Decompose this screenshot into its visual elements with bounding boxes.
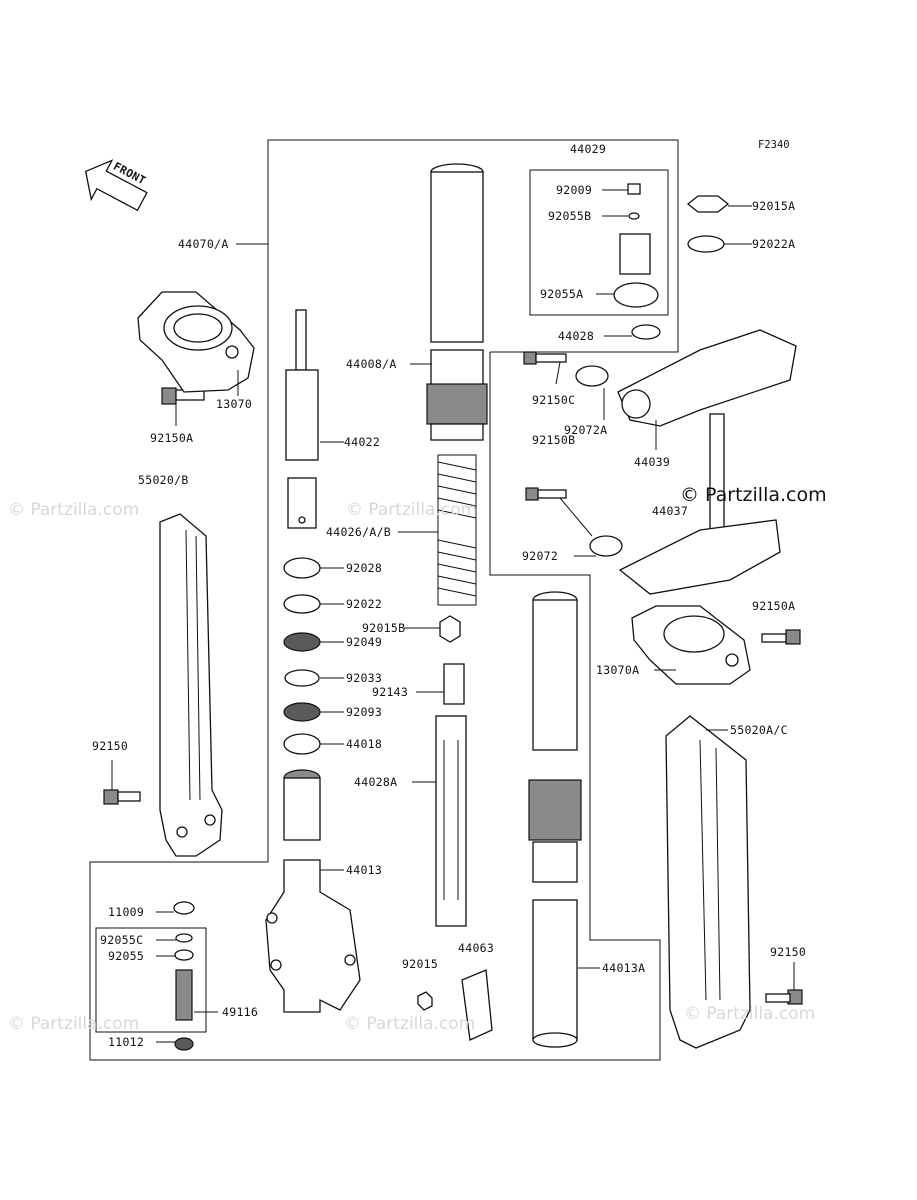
part-label: 92033: [346, 671, 383, 685]
clamp-13070A: [631, 605, 751, 685]
outer-tube-44013: [265, 859, 361, 1013]
part-label: 92015B: [362, 621, 406, 635]
part-label: 11012: [108, 1035, 145, 1049]
part-label: 44008/A: [346, 357, 397, 371]
bolt-92150-right: [765, 989, 803, 1005]
part-label: 92015: [402, 957, 439, 971]
part-label: 92049: [346, 635, 383, 649]
part-label: 92150: [92, 739, 129, 753]
part-label: 92150A: [752, 599, 796, 613]
part-label: 13070: [216, 397, 253, 411]
collar-92143: [443, 663, 465, 705]
part-label: 44013: [346, 863, 383, 877]
nut-92015A: [686, 195, 730, 213]
fork-guard-55020AC: [665, 715, 751, 1049]
part-label: 44018: [346, 737, 383, 751]
part-label: 92143: [372, 685, 409, 699]
bolt-92150B: [525, 487, 567, 501]
fork-guard-55020B: [159, 513, 223, 857]
diagram-code: F2340: [758, 139, 790, 151]
part-label: 92022A: [752, 237, 796, 251]
leader-lines: [111, 189, 795, 1043]
part-label: 13070A: [596, 663, 640, 677]
washer-11009: [173, 901, 195, 915]
part-label: 92150B: [532, 433, 576, 447]
bolt-92150A-left: [161, 387, 205, 405]
part-label: 55020A/C: [730, 723, 788, 737]
group-frames: [89, 139, 679, 1061]
oring-92055: [174, 949, 194, 961]
clamp-13070: [137, 291, 255, 393]
part-label: 44028: [558, 329, 595, 343]
washer-92022A: [687, 235, 725, 253]
oring-92055C: [175, 933, 193, 943]
upper-bracket-44039: [617, 329, 797, 427]
part-label: 92093: [346, 705, 383, 719]
part-label: 92028: [346, 561, 383, 575]
plug-11012: [174, 1037, 194, 1051]
part-label: 92055A: [540, 287, 584, 301]
part-label: 44070/A: [178, 237, 229, 251]
watermark: © Partzilla.com: [8, 1014, 140, 1034]
part-label: 55020/B: [138, 473, 189, 487]
part-label: 92072A: [564, 423, 608, 437]
part-label: 92055: [108, 949, 145, 963]
part-label: 44039: [634, 455, 671, 469]
part-label: 92022: [346, 597, 383, 611]
clamp-92072: [589, 535, 623, 557]
clamp-44063: [461, 969, 493, 1041]
part-label: 92150: [770, 945, 807, 959]
part-label: 44063: [458, 941, 495, 955]
part-label: 11009: [108, 905, 145, 919]
valve-49116: [175, 969, 193, 1021]
seal-stack-left: [283, 557, 321, 755]
watermark: © Partzilla.com: [346, 500, 478, 520]
part-label: 49116: [222, 1005, 259, 1019]
part-label: 92009: [556, 183, 593, 197]
part-label: 44028A: [354, 775, 398, 789]
bolt-92150C: [523, 351, 567, 365]
rod-44028A: [435, 715, 467, 927]
outer-tube-44013A: [528, 591, 582, 1048]
part-label: 44022: [344, 435, 381, 449]
spring-44026: [437, 454, 477, 606]
nut-92015: [417, 991, 433, 1011]
watermark: © Partzilla.com: [684, 1004, 816, 1024]
bolt-92150A-right: [761, 629, 801, 645]
part-label: 44029: [570, 142, 607, 156]
part-label: 92150A: [150, 431, 194, 445]
part-label: 92055C: [100, 933, 144, 947]
nut-92015B: [439, 615, 461, 643]
front-arrow-icon: [84, 159, 148, 212]
part-label: 44037: [652, 504, 689, 518]
clamp-92072A: [575, 365, 609, 387]
cap-assembly-44029: [613, 183, 661, 340]
part-label: 44013A: [602, 961, 646, 975]
part-label: 44026/A/B: [326, 525, 392, 539]
watermark: © Partzilla.com: [344, 1014, 476, 1034]
outer-tube-upper: [283, 769, 321, 841]
inner-tube-44008A: [426, 163, 488, 441]
lower-bracket-44037: [618, 413, 781, 595]
part-label: 92150C: [532, 393, 576, 407]
part-label: 92055B: [548, 209, 592, 223]
watermark: © Partzilla.com: [8, 500, 140, 520]
damper-rod-44022: [285, 309, 319, 529]
part-label: 92015A: [752, 199, 796, 213]
brand-watermark: © Partzilla.com: [680, 484, 827, 506]
bolt-92150-left: [103, 789, 141, 805]
part-label: 92072: [522, 549, 559, 563]
